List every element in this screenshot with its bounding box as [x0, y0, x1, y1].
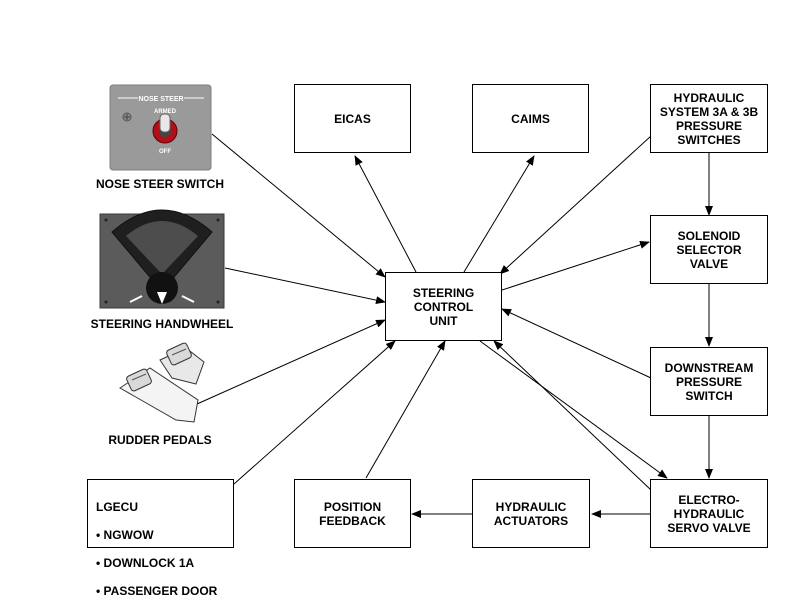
arrow-scu-to-caims	[463, 155, 535, 273]
arrow-hydswitch-to-scu	[499, 135, 652, 275]
arrow-position-to-scu	[365, 340, 446, 479]
arrow-pedals-to-scu	[196, 319, 386, 405]
lgecu-box: LGECU • NGWOW • DOWNLOCK 1A • PASSENGER …	[87, 479, 234, 598]
position-feedback-box: POSITION FEEDBACK	[294, 479, 411, 548]
nose-steer-switch-label: NOSE STEER SWITCH	[95, 177, 224, 191]
caims-box: CAIMS	[472, 84, 589, 153]
panel-title-text: NOSE STEER	[138, 96, 183, 103]
lgecu-item-passenger-door: • PASSENGER DOOR	[96, 584, 218, 598]
hydraulic-pressure-switches-box: HYDRAULIC SYSTEM 3A & 3B PRESSURE SWITCH…	[650, 84, 768, 153]
solenoid-selector-valve-box: SOLENOID SELECTOR VALVE	[650, 215, 768, 284]
steering-control-unit-box: STEERING CONTROL UNIT	[385, 272, 502, 341]
screw-icon	[122, 112, 132, 122]
steering-handwheel-icon	[99, 209, 225, 309]
connection-lines: NOSE STEER ARMED OFF	[99, 84, 713, 518]
lgecu-item-ngwow: • NGWOW	[96, 528, 154, 542]
toggle-switch-icon	[152, 113, 178, 144]
panel-armed-text: ARMED	[154, 109, 177, 115]
eicas-box: EICAS	[294, 84, 411, 153]
lgecu-item-downlock: • DOWNLOCK 1A	[96, 556, 195, 570]
downstream-pressure-switch-box: DOWNSTREAM PRESSURE SWITCH	[650, 347, 768, 416]
arrow-noseswitch-to-scu	[211, 133, 386, 278]
arrow-downstream-to-scu	[501, 308, 652, 379]
lgecu-title: LGECU	[96, 500, 138, 514]
hydraulic-actuators-box: HYDRAULIC ACTUATORS	[472, 479, 590, 548]
arrow-scu-to-solenoid	[501, 240, 650, 291]
arrow-scu-to-eicas	[354, 155, 417, 273]
arrow-servo-to-scu	[493, 340, 652, 491]
arrow-lgecu-to-scu	[233, 340, 396, 485]
nose-steer-switch-panel: NOSE STEER ARMED OFF	[109, 84, 212, 171]
steering-handwheel-label: STEERING HANDWHEEL	[90, 317, 234, 331]
arrow-scu-to-servo	[479, 340, 668, 479]
electro-hydraulic-servo-valve-box: ELECTRO- HYDRAULIC SERVO VALVE	[650, 479, 768, 548]
rudder-pedals-label: RUDDER PEDALS	[108, 433, 212, 447]
arrow-handwheel-to-scu	[224, 267, 386, 305]
rudder-pedals-icon	[119, 342, 205, 423]
panel-off-text: OFF	[159, 149, 171, 155]
